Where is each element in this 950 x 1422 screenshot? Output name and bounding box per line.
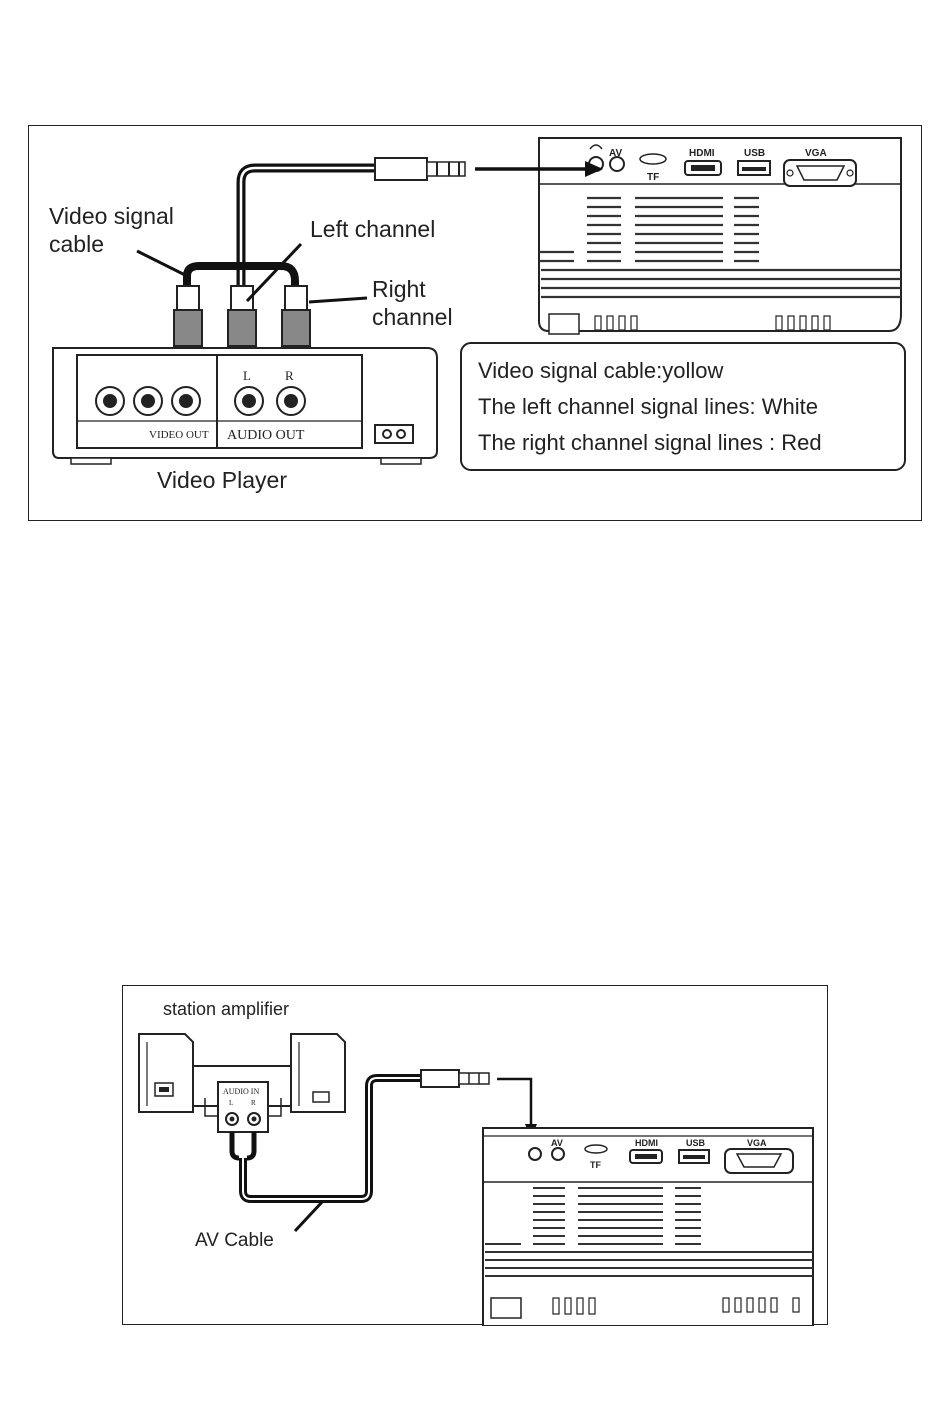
legend-item-video: Video signal cable:yollow	[478, 358, 724, 383]
amplifier-connection-figure: station amplifier AUDIO IN L R AV Cable	[122, 985, 828, 1325]
video-out-label: VIDEO OUT	[149, 429, 209, 441]
tf-slot-2-icon	[585, 1145, 607, 1153]
audio-in-r-label: R	[251, 1099, 256, 1107]
hdmi-port-2-label: HDMI	[635, 1138, 658, 1148]
tf-slot-icon	[640, 154, 666, 164]
left-rca-plug-icon	[228, 310, 256, 346]
right-channel-label: Right	[372, 276, 426, 302]
right-channel-label-2: channel	[372, 304, 453, 330]
legend-item-right: The right channel signal lines : Red	[478, 430, 822, 455]
usb-port-2-label: USB	[686, 1138, 706, 1148]
legend-item-left: The left channel signal lines: White	[478, 394, 818, 419]
usb-port-label: USB	[744, 148, 765, 159]
av-port-label: AV	[609, 148, 622, 159]
headphone-port-2-icon	[529, 1148, 541, 1160]
video-cable-leader	[137, 251, 187, 276]
projector-rear-panel-2: AV TF HDMI USB VGA	[483, 1128, 813, 1326]
video-signal-cable-label-2: cable	[49, 231, 104, 257]
audio-in-l-label: L	[229, 1099, 233, 1107]
tf-port-2-label: TF	[590, 1160, 601, 1170]
left-channel-label: Left channel	[310, 216, 435, 242]
jack-l-label: L	[243, 368, 251, 383]
av-port-icon	[610, 157, 624, 171]
audio-out-label: AUDIO OUT	[227, 428, 305, 443]
video-player-label: Video Player	[157, 467, 287, 493]
av-cable-label: AV Cable	[195, 1230, 274, 1251]
right-channel-leader	[309, 298, 367, 302]
connection-arrow-2	[497, 1079, 531, 1126]
av-port-2-label: AV	[551, 1138, 563, 1148]
video-player-device: VIDEO OUT AUDIO OUT L R	[53, 348, 437, 464]
audio-in-label: AUDIO IN	[223, 1087, 259, 1096]
station-amplifier-device: AUDIO IN L R	[139, 1034, 345, 1132]
power-socket-icon	[375, 425, 413, 443]
av-plug-2-icon	[421, 1070, 459, 1087]
av-port-2-icon	[552, 1148, 564, 1160]
av-connection-figure: AV TF HDMI USB VGA	[28, 125, 922, 521]
video-rca-plug-icon	[174, 310, 202, 346]
vga-port-2-label: VGA	[747, 1138, 767, 1148]
jack-r-label: R	[285, 368, 294, 383]
right-rca-plug-icon	[282, 310, 310, 346]
av-connection-diagram: AV TF HDMI USB VGA	[29, 126, 923, 522]
station-amplifier-label: station amplifier	[163, 999, 289, 1019]
av-plug-icon	[375, 158, 427, 180]
amplifier-connection-diagram: station amplifier AUDIO IN L R AV Cable	[123, 986, 829, 1326]
hdmi-port-label: HDMI	[689, 148, 715, 159]
video-signal-cable-label: Video signal	[49, 203, 174, 229]
tf-port-label: TF	[647, 172, 659, 183]
vga-port-label: VGA	[805, 148, 827, 159]
av-cable-leader	[295, 1201, 323, 1231]
